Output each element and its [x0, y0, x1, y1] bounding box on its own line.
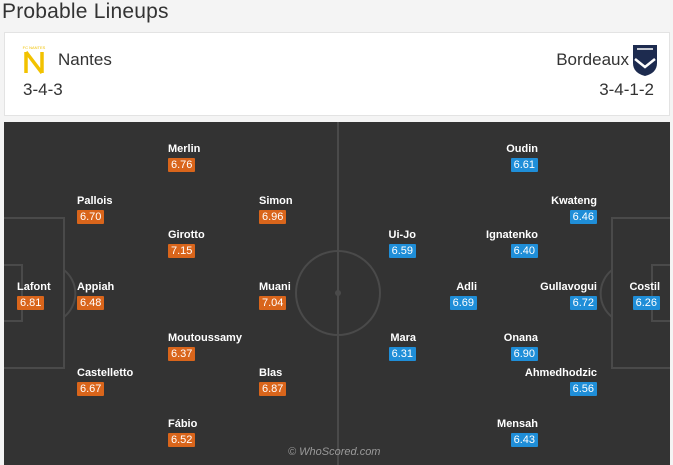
- player-name: Simon: [259, 195, 293, 207]
- player-name: Adli: [456, 281, 477, 293]
- section-title: Probable Lineups: [2, 0, 169, 23]
- player-rating-badge: 6.37: [168, 347, 196, 361]
- away-team-name[interactable]: Bordeaux: [556, 50, 629, 69]
- player-rating-badge: 6.70: [77, 210, 105, 224]
- player-name: Blas: [259, 367, 283, 379]
- watermark: © WhoScored.com: [288, 446, 381, 458]
- player-name: Girotto: [168, 229, 205, 241]
- player-rating-badge: 6.56: [569, 382, 597, 396]
- teams-header: FC NANTES Nantes 3-4-3 Bordeaux 3-4-1-2: [4, 32, 670, 116]
- home-team-name[interactable]: Nantes: [58, 50, 112, 69]
- player-name: Castelletto: [77, 367, 134, 379]
- player-rating-badge: 6.43: [510, 433, 538, 447]
- player-name: Gullavogui: [540, 281, 597, 293]
- player-rating-badge: 6.26: [632, 296, 660, 310]
- bordeaux-crest-icon: [633, 45, 657, 76]
- nantes-crest-icon: FC NANTES: [23, 45, 46, 75]
- player-name: Fábio: [168, 418, 198, 430]
- svg-text:FC NANTES: FC NANTES: [23, 45, 46, 50]
- player-rating-badge: 6.69: [449, 296, 477, 310]
- player-name: Ui-Jo: [388, 229, 417, 241]
- player-rating-badge: 6.90: [510, 347, 538, 361]
- player-rating-badge: 6.72: [569, 296, 597, 310]
- player-name: Ahmedhodzic: [524, 367, 597, 379]
- player-rating-badge: 7.04: [259, 296, 287, 310]
- player-name: Appiah: [77, 281, 115, 293]
- player-rating-badge: 6.67: [77, 382, 105, 396]
- player-name: Moutoussamy: [168, 332, 242, 344]
- player-rating-badge: 6.48: [77, 296, 105, 310]
- player-name: Oudin: [506, 143, 538, 155]
- player-name: Onana: [503, 332, 538, 344]
- player-name: Merlin: [168, 143, 201, 155]
- player-rating-badge: 6.31: [388, 347, 416, 361]
- player-name: Muani: [259, 281, 291, 293]
- pitch-markings: [4, 122, 670, 465]
- player-rating-badge: 6.96: [259, 210, 287, 224]
- player-rating-badge: 7.15: [168, 244, 196, 258]
- pitch: Merlin 6.76 Pallois 6.70 Simon 6.96 Giro…: [4, 122, 670, 465]
- player-rating-badge: 6.59: [388, 244, 416, 258]
- player-name: Kwateng: [551, 195, 597, 207]
- away-formation: 3-4-1-2: [599, 80, 654, 99]
- player-rating-badge: 6.52: [168, 433, 196, 447]
- player-rating-badge: 6.87: [259, 382, 287, 396]
- player-rating-badge: 6.81: [17, 296, 45, 310]
- home-formation: 3-4-3: [23, 80, 63, 99]
- player-rating-badge: 6.76: [168, 158, 196, 172]
- player-rating-badge: 6.61: [510, 158, 538, 172]
- player-name: Lafont: [17, 281, 51, 293]
- player-name: Costil: [629, 281, 660, 293]
- player-name: Pallois: [77, 195, 113, 207]
- player-name: Mensah: [497, 418, 538, 430]
- player-name: Mara: [390, 332, 416, 344]
- player-rating-badge: 6.40: [510, 244, 538, 258]
- player-rating-badge: 6.46: [569, 210, 597, 224]
- player-name: Ignatenko: [486, 229, 538, 241]
